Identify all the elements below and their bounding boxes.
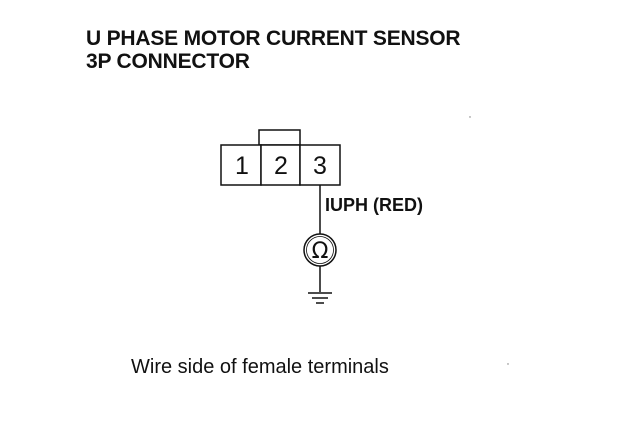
pin-label-2: 2 [274, 152, 288, 180]
diagram-title: U PHASE MOTOR CURRENT SENSOR 3P CONNECTO… [86, 27, 461, 73]
scan-speck [469, 116, 471, 118]
pin-1-cell [220, 144, 262, 186]
pin-label-3: 3 [313, 152, 327, 180]
title-line-2: 3P CONNECTOR [86, 50, 250, 73]
ground-icon [308, 292, 332, 304]
ohmmeter-icon: Ω [303, 233, 337, 267]
scan-speck [507, 363, 509, 365]
title-line-1: U PHASE MOTOR CURRENT SENSOR [86, 27, 461, 50]
pin-label-1: 1 [235, 152, 249, 180]
diagram-caption: Wire side of female terminals [131, 356, 389, 378]
wire-label: IUPH (RED) [325, 195, 423, 215]
ohm-symbol: Ω [312, 239, 329, 264]
connector-lock-tab [258, 129, 301, 146]
